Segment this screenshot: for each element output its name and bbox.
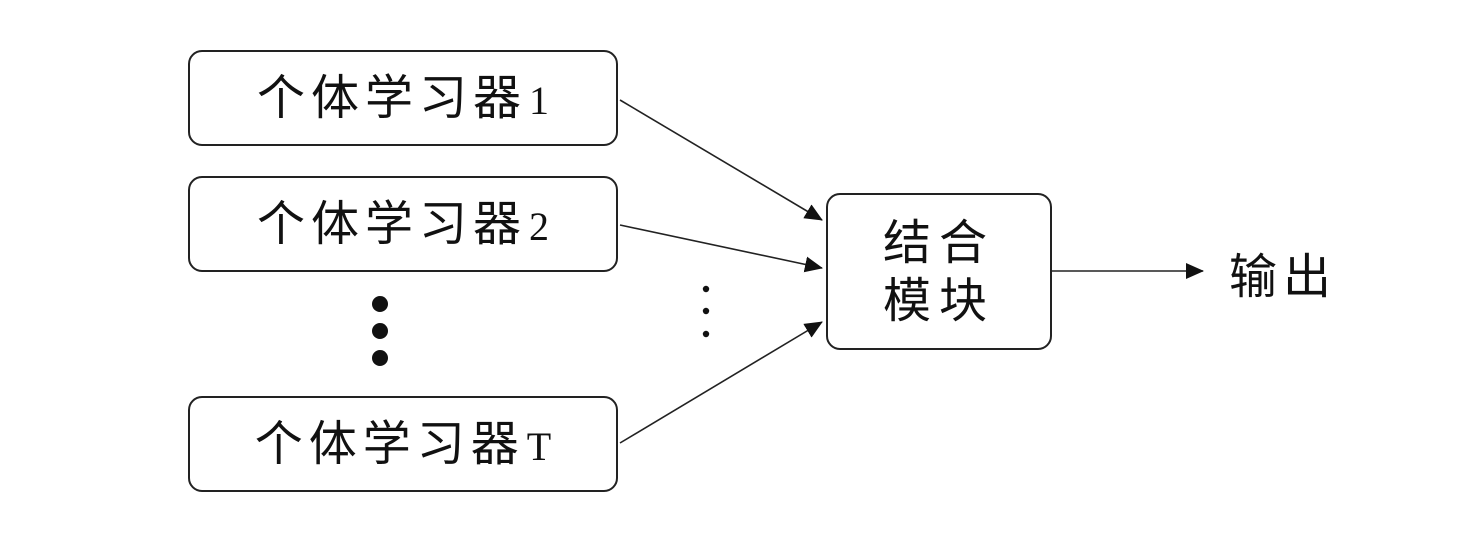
learner-index: 2 [529,203,549,249]
combiner-box: 结合 模块 [826,193,1052,350]
learner-index: T [526,423,552,469]
arrow-learner-2-to-combiner [619,224,823,273]
learners-ellipsis [372,296,388,366]
arrow-learner-1-to-combiner [619,99,823,221]
learner-label: 个体学习器 [256,70,527,126]
learner-index: 1 [529,77,549,123]
arrows-ellipsis [702,285,710,338]
learner-label: 个体学习器 [254,416,525,472]
arrow-learner-t-to-combiner [619,321,823,444]
combiner-label-line-1: 结合 [882,214,995,271]
learner-label: 个体学习器 [256,196,527,252]
combiner-label-line-2: 模块 [882,272,995,329]
output-label: 输出 [1229,249,1338,305]
